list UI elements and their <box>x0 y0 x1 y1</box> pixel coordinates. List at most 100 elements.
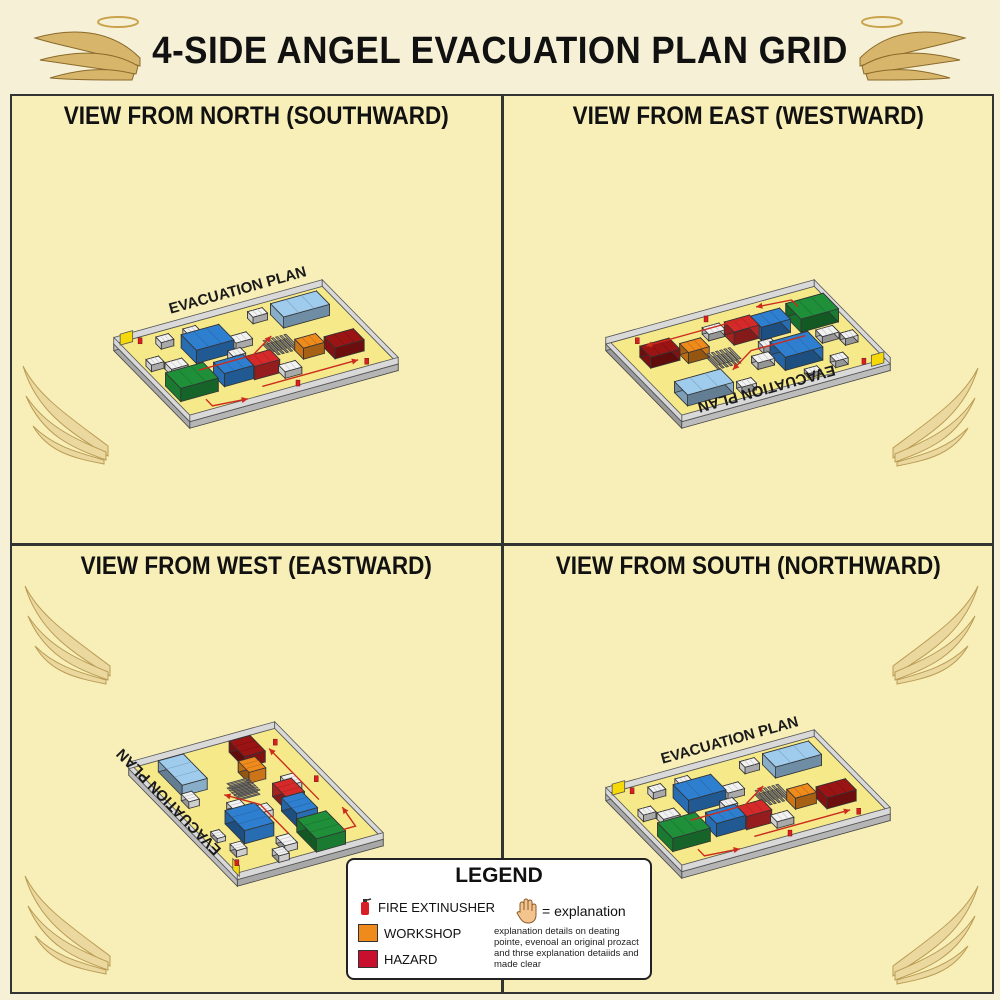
roof-line <box>847 330 854 337</box>
roof-line <box>154 357 160 363</box>
roof-line <box>724 806 736 818</box>
roof-line <box>667 808 675 817</box>
roof-line <box>748 758 755 765</box>
roof-line <box>825 783 837 795</box>
roof-line <box>743 759 750 766</box>
roof-line <box>170 360 178 369</box>
workshop-building <box>678 336 710 365</box>
roof-line <box>655 784 662 791</box>
fire-extinguisher-icon <box>361 898 372 915</box>
roof-line <box>232 356 245 369</box>
workshop-building <box>785 782 817 810</box>
angel-wing-icon <box>892 367 978 467</box>
roof-line <box>183 793 195 797</box>
green-building-roof <box>784 292 839 320</box>
blue-building <box>224 801 275 845</box>
roof-line <box>149 358 156 365</box>
roof-line <box>240 333 248 341</box>
roof-line <box>190 326 196 332</box>
roof-line <box>833 354 840 361</box>
roof-line <box>723 799 730 806</box>
white-building-roof <box>246 307 269 318</box>
roof-line <box>837 353 844 360</box>
storage-rack <box>766 790 781 803</box>
explanation-label: = explanation <box>542 903 626 919</box>
roof-line <box>685 341 696 351</box>
storage-rack <box>722 348 738 361</box>
arrow-head <box>269 748 276 755</box>
roof-line <box>166 761 192 769</box>
perimeter-wall <box>604 785 682 873</box>
storage-rack <box>705 352 721 366</box>
roof-line <box>231 349 238 356</box>
roof-line <box>727 797 734 804</box>
storage-rack <box>757 792 773 805</box>
evacuation-route-arrow <box>198 335 272 371</box>
workshop-swatch <box>358 924 378 942</box>
storage-rack <box>718 349 733 362</box>
white-building <box>209 828 227 844</box>
storage-rack <box>235 790 259 798</box>
light-blue-building-roof <box>673 368 734 396</box>
perimeter-wall <box>113 336 191 423</box>
fire-extinguisher-icon <box>314 774 319 782</box>
white-building <box>145 355 165 373</box>
workshop-building <box>294 332 326 361</box>
roof-line <box>682 775 688 781</box>
panel-west: VIEW FROM WEST (EASTWARD) EVACUATION PLA… <box>12 545 501 992</box>
roof-line <box>759 313 771 325</box>
white-building <box>838 328 859 347</box>
white-building <box>275 831 299 853</box>
evacuation-route-arrow <box>645 318 742 347</box>
fire-extinguisher-icon <box>787 829 792 836</box>
fire-extinguisher-icon <box>364 358 369 365</box>
roof-line <box>707 325 714 333</box>
roof-line <box>793 786 803 796</box>
legend-label: FIRE EXTINUSHER <box>378 899 496 915</box>
roof-line <box>684 780 701 797</box>
arrow-head <box>842 808 850 814</box>
evacuation-route-arrow <box>755 299 799 308</box>
roof-line <box>811 366 817 372</box>
fire-extinguisher-icon <box>295 379 301 387</box>
isometric-floor-plan: EVACUATION PLAN <box>604 713 891 879</box>
workshop-building-roof <box>678 337 710 353</box>
evacuation-route-arrow <box>268 747 320 800</box>
fire-extinguisher-icon <box>629 787 634 794</box>
roof-line <box>241 759 259 765</box>
storage-rack <box>270 341 286 355</box>
roof-line <box>276 781 296 788</box>
roof-line <box>177 369 194 386</box>
white-building <box>750 350 775 371</box>
hazard-building <box>723 314 760 347</box>
roof-line <box>704 372 718 387</box>
roof-line <box>281 838 295 843</box>
roof-line <box>245 763 263 769</box>
evacuation-route-arrow <box>341 806 357 830</box>
angel-wing-icon <box>33 16 141 81</box>
legend-explanation: = explanation <box>516 898 626 924</box>
roof-line <box>234 334 242 342</box>
roof-line <box>658 340 670 353</box>
fire-extinguisher-icon <box>634 337 640 344</box>
hazard-swatch <box>358 950 378 968</box>
angel-wing-icon <box>892 585 978 685</box>
roof-line <box>285 299 300 314</box>
roof-line <box>343 331 355 343</box>
roof-line <box>301 337 311 347</box>
white-building <box>769 808 795 829</box>
blue-building-roof <box>671 773 727 801</box>
roof-line <box>740 317 751 328</box>
white-building-roof <box>803 365 822 375</box>
roof-line <box>193 331 210 348</box>
white-building-roof <box>271 845 291 856</box>
roof-line <box>258 804 269 808</box>
angel-wing-icon <box>859 16 967 81</box>
roof-line <box>159 335 166 342</box>
evacuation-route-arrow <box>753 808 850 837</box>
angel-wing-icon <box>24 585 111 685</box>
roof-line <box>186 795 197 800</box>
white-building-roof <box>229 840 248 851</box>
roof-line <box>190 365 206 382</box>
white-building <box>828 351 849 369</box>
